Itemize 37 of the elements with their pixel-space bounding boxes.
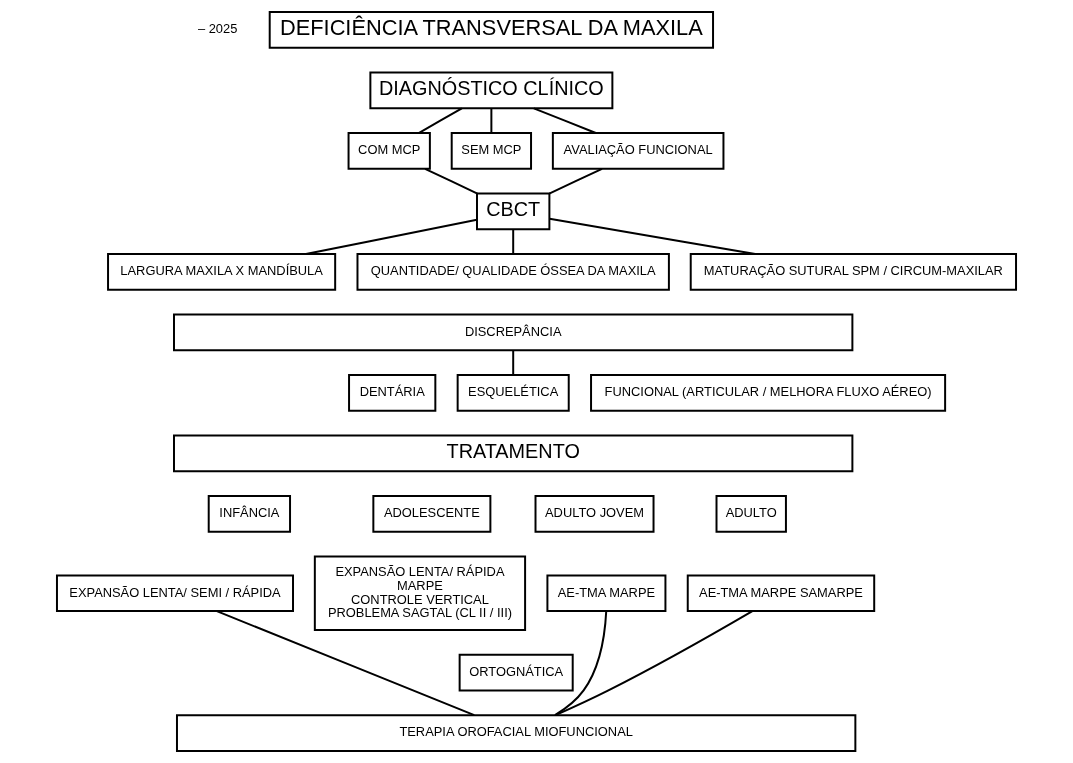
node-box: DISCREPÂNCIA [173,313,854,352]
connector [548,217,757,255]
node-box: TRATAMENTO [173,434,854,473]
node-box: AVALIAÇÃO FUNCIONAL [551,132,725,170]
node-box: DENTÁRIA [348,374,437,412]
connector [554,610,754,717]
connector [417,107,463,134]
connector [512,228,515,255]
node-box: COM MCP [347,132,431,170]
node-box: ADOLESCENTE [372,495,492,533]
node-box: INFÂNCIA [207,495,292,533]
node-box: SEM MCP [450,132,533,170]
node-box: DIAGNÓSTICO CLÍNICO [369,71,614,110]
node-box: AE-TMA MARPE SAMARPE [686,574,876,613]
node-box: QUANTIDADE/ QUALIDADE ÓSSEA DA MAXILA [356,253,670,291]
node-box: ADULTO [715,495,787,533]
connector [512,349,515,376]
connector [215,610,476,717]
node-box: DEFICIÊNCIA TRANSVERSAL DA MAXILA [268,11,715,49]
node-box: TERAPIA OROFACIAL MIOFUNCIONAL [176,714,857,752]
connector [532,107,597,134]
connector [304,218,478,255]
connector [548,167,603,195]
node-box: AE-TMA MARPE [546,574,667,613]
node-box: ORTOGNÁTICA [458,653,574,692]
connector [554,610,608,717]
node-box: MATURAÇÃO SUTURAL SPM / CIRCUM-MAXILAR [689,253,1017,291]
label: – 2025 [197,21,238,37]
connector [424,167,479,195]
node-box: CBCT [476,192,551,231]
node-box: ADULTO JOVEM [534,495,655,533]
node-box: EXPANSÃO LENTA/ SEMI / RÁPIDA [56,574,294,613]
connector [490,107,493,134]
node-box: LARGURA MAXILA X MANDÍBULA [107,253,337,291]
node-box: EXPANSÃO LENTA/ RÁPIDA MARPE CONTROLE VERTICAL PROBLEMA SAGTAL (CL II / III) [313,555,527,631]
node-box: ESQUELÉTICA [456,374,570,412]
node-box: FUNCIONAL (ARTICULAR / MELHORA FLUXO AÉREO) [590,374,947,412]
